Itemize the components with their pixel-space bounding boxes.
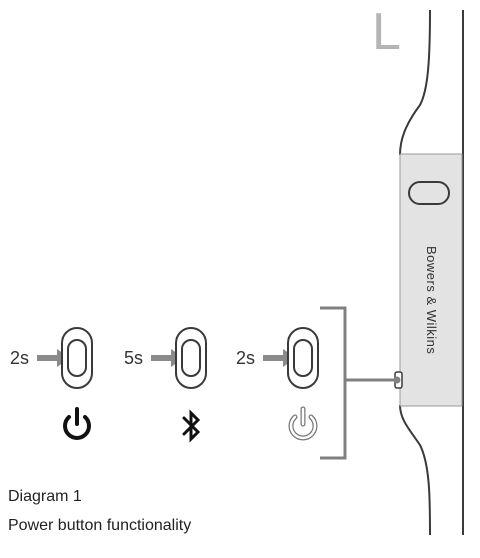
side-button-inner [293, 339, 313, 377]
duration-label: 5s [124, 348, 143, 368]
brand-label: Bowers & Wilkins [424, 246, 439, 354]
steps-group: 2s 5s 2s [10, 327, 319, 443]
side-marker-letter: L [372, 3, 401, 61]
arrow-shaft [37, 355, 59, 361]
side-button-inner [67, 339, 87, 377]
duration-label: 2s [10, 348, 29, 368]
cable-contour-top [399, 9, 431, 156]
caption-title: Diagram 1 [8, 488, 82, 505]
step-1: 2s [10, 327, 93, 440]
grouping-bracket [320, 306, 347, 460]
duration-label: 2s [236, 348, 255, 368]
cable-contour-bottom [399, 404, 431, 536]
power-icon [288, 406, 318, 441]
power-icon [63, 407, 91, 440]
side-button-inner [181, 339, 201, 377]
arrow-shaft [151, 355, 173, 361]
module-button-slot [408, 181, 450, 205]
arrow-shaft [263, 355, 285, 361]
step-2: 5s [124, 327, 207, 443]
caption-subtitle: Power button functionality [8, 517, 192, 534]
power-arc [63, 415, 91, 440]
bracket-connector-dot [393, 376, 401, 384]
bluetooth-rune [182, 409, 201, 443]
power-arc-inner [289, 415, 317, 440]
step-3: 2s [236, 327, 319, 441]
bluetooth-icon [182, 409, 201, 443]
